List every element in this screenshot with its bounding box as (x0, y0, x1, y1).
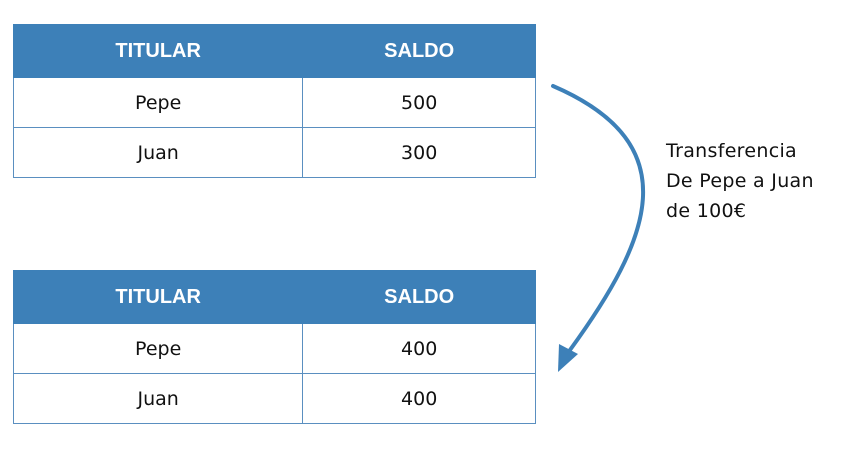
arrow-shaft (551, 84, 645, 352)
annotation-line: De Pepe a Juan (666, 170, 814, 192)
cell-titular: Juan (12, 373, 304, 424)
table-row: Pepe 400 (12, 323, 536, 374)
balance-table-after: TITULAR SALDO Pepe 400 Juan 400 (12, 270, 536, 424)
column-header-saldo: SALDO (302, 270, 536, 324)
column-header-titular: TITULAR (12, 24, 304, 78)
table-header-row: TITULAR SALDO (12, 270, 536, 324)
cell-saldo: 500 (302, 77, 536, 128)
column-header-saldo: SALDO (302, 24, 536, 78)
cell-titular: Juan (12, 127, 304, 178)
transfer-annotation: Transferencia De Pepe a Juan de 100€ (666, 136, 814, 226)
cell-saldo: 400 (302, 373, 536, 424)
table-row: Pepe 500 (12, 77, 536, 128)
cell-titular: Pepe (12, 323, 304, 374)
table-row: Juan 400 (12, 373, 536, 424)
table-row: Juan 300 (12, 127, 536, 178)
arrow-head (558, 344, 578, 372)
table-header-row: TITULAR SALDO (12, 24, 536, 78)
column-header-titular: TITULAR (12, 270, 304, 324)
balance-table-before: TITULAR SALDO Pepe 500 Juan 300 (12, 24, 536, 178)
cell-saldo: 300 (302, 127, 536, 178)
annotation-line: de 100€ (666, 200, 747, 222)
cell-saldo: 400 (302, 323, 536, 374)
cell-titular: Pepe (12, 77, 304, 128)
annotation-line: Transferencia (666, 140, 797, 162)
